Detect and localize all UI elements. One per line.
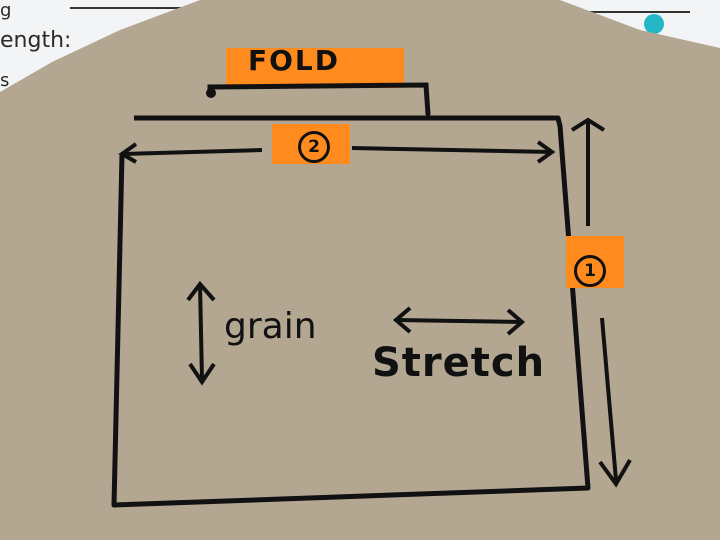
- width-arrow-right: [351, 146, 553, 154]
- grain-label: grain: [224, 306, 317, 347]
- marker-1: 1: [574, 255, 606, 287]
- width-arrow-left: [121, 148, 263, 156]
- stretch-arrow-right-head: [506, 308, 526, 336]
- grain-arrow: [198, 283, 204, 381]
- notepad-text-1: g: [0, 0, 12, 21]
- grain-arrow-top-head: [186, 280, 216, 302]
- width-arrow-right-head: [536, 140, 556, 164]
- height-arrow-bottom-head: [598, 458, 632, 488]
- notepad-text-2: ength:: [0, 28, 72, 53]
- stretch-arrow: [395, 318, 523, 324]
- teal-dot: [644, 14, 664, 34]
- notepad-text-3: s: [0, 70, 10, 91]
- fold-tab-dot: [206, 88, 216, 98]
- fold-label: FOLD: [248, 44, 341, 77]
- stretch-arrow-left-head: [392, 306, 412, 334]
- height-arrow-top-head: [570, 117, 606, 132]
- fold-highlight: [226, 48, 404, 88]
- marker-2: 2: [298, 131, 330, 163]
- width-arrow-left-head: [118, 142, 138, 164]
- stretch-label: Stretch: [372, 340, 546, 386]
- height-arrow-bottom: [600, 317, 618, 481]
- grain-arrow-bottom-head: [188, 362, 216, 386]
